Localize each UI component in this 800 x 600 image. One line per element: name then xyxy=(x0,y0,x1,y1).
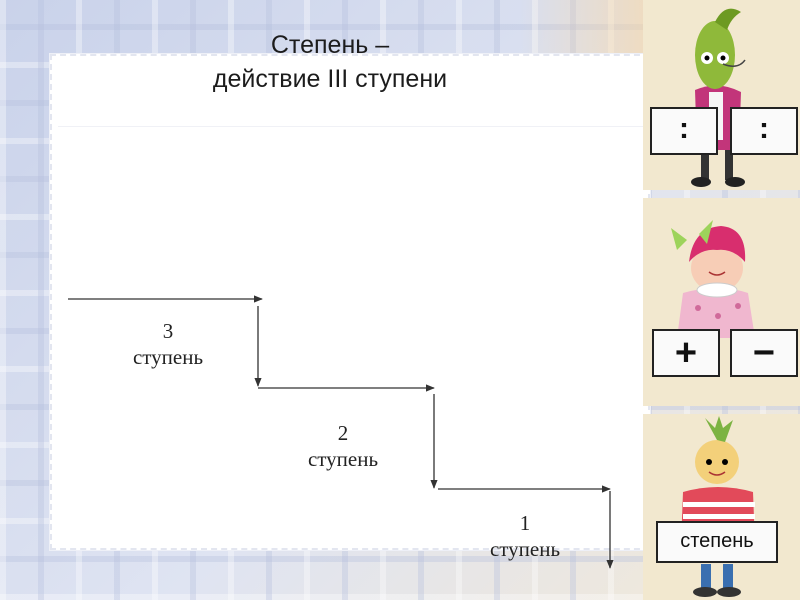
step-1-number: 1 xyxy=(455,510,595,536)
girl-character-icon xyxy=(643,198,800,406)
step-3-label: 3 ступень xyxy=(98,318,238,370)
step-2-word: ступень xyxy=(273,446,413,472)
card-addition: + − xyxy=(643,198,800,406)
onion-character-icon xyxy=(643,414,800,600)
division-colon-sign: : xyxy=(731,112,797,146)
division-dot-sign: : xyxy=(651,112,717,146)
step-3-word: ступень xyxy=(98,344,238,370)
step-1-label: 1 ступень xyxy=(455,510,595,562)
plus-sign: + xyxy=(653,332,719,374)
minus-sign: − xyxy=(731,332,797,374)
card-power: степень xyxy=(643,414,800,600)
step-1-word: ступень xyxy=(455,536,595,562)
step-3-number: 3 xyxy=(98,318,238,344)
step-2-label: 2 ступень xyxy=(273,420,413,472)
step-2-number: 2 xyxy=(273,420,413,446)
power-sign: степень xyxy=(657,530,777,553)
cucumber-character-icon xyxy=(643,0,800,190)
card-division: : : xyxy=(643,0,800,190)
